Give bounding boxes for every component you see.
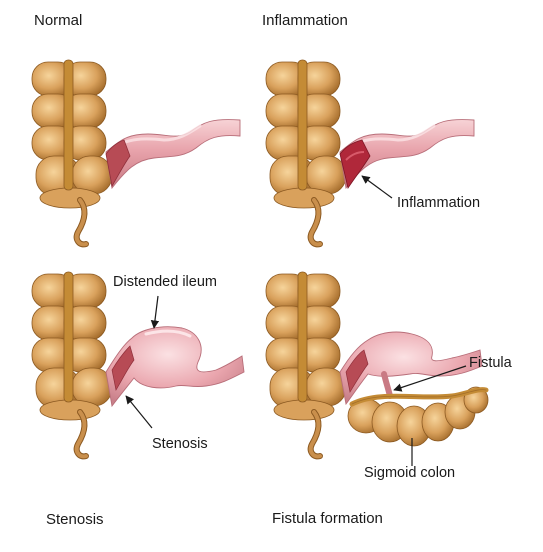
label-fistula: Fistula: [469, 355, 513, 371]
label-sigmoid-colon: Sigmoid colon: [364, 465, 455, 481]
sigmoid-colon: [347, 386, 489, 447]
fistula-arrow: [393, 365, 467, 392]
label-inflammation: Inflammation: [397, 195, 480, 211]
panel-normal: [32, 60, 242, 244]
distended-ileum-arrow: [150, 295, 160, 329]
label-distended-ileum: Distended ileum: [113, 274, 217, 290]
stenotic-lumen: [111, 345, 135, 391]
panel-stenosis: [32, 272, 245, 456]
label-stenosis: Stenosis: [152, 436, 208, 452]
panel-fistula: [266, 272, 489, 466]
caption-inflammation: Inflammation: [262, 12, 348, 29]
ileum-lumen-normal: [105, 139, 131, 188]
fistula-tract: [381, 371, 393, 399]
panel-inflammation: [266, 60, 476, 244]
stenosis-arrow: [125, 395, 153, 429]
inflammation-arrow: [361, 175, 393, 199]
caption-stenosis: Stenosis: [46, 511, 104, 528]
caption-fistula-formation: Fistula formation: [272, 510, 383, 527]
caption-normal: Normal: [34, 12, 82, 29]
